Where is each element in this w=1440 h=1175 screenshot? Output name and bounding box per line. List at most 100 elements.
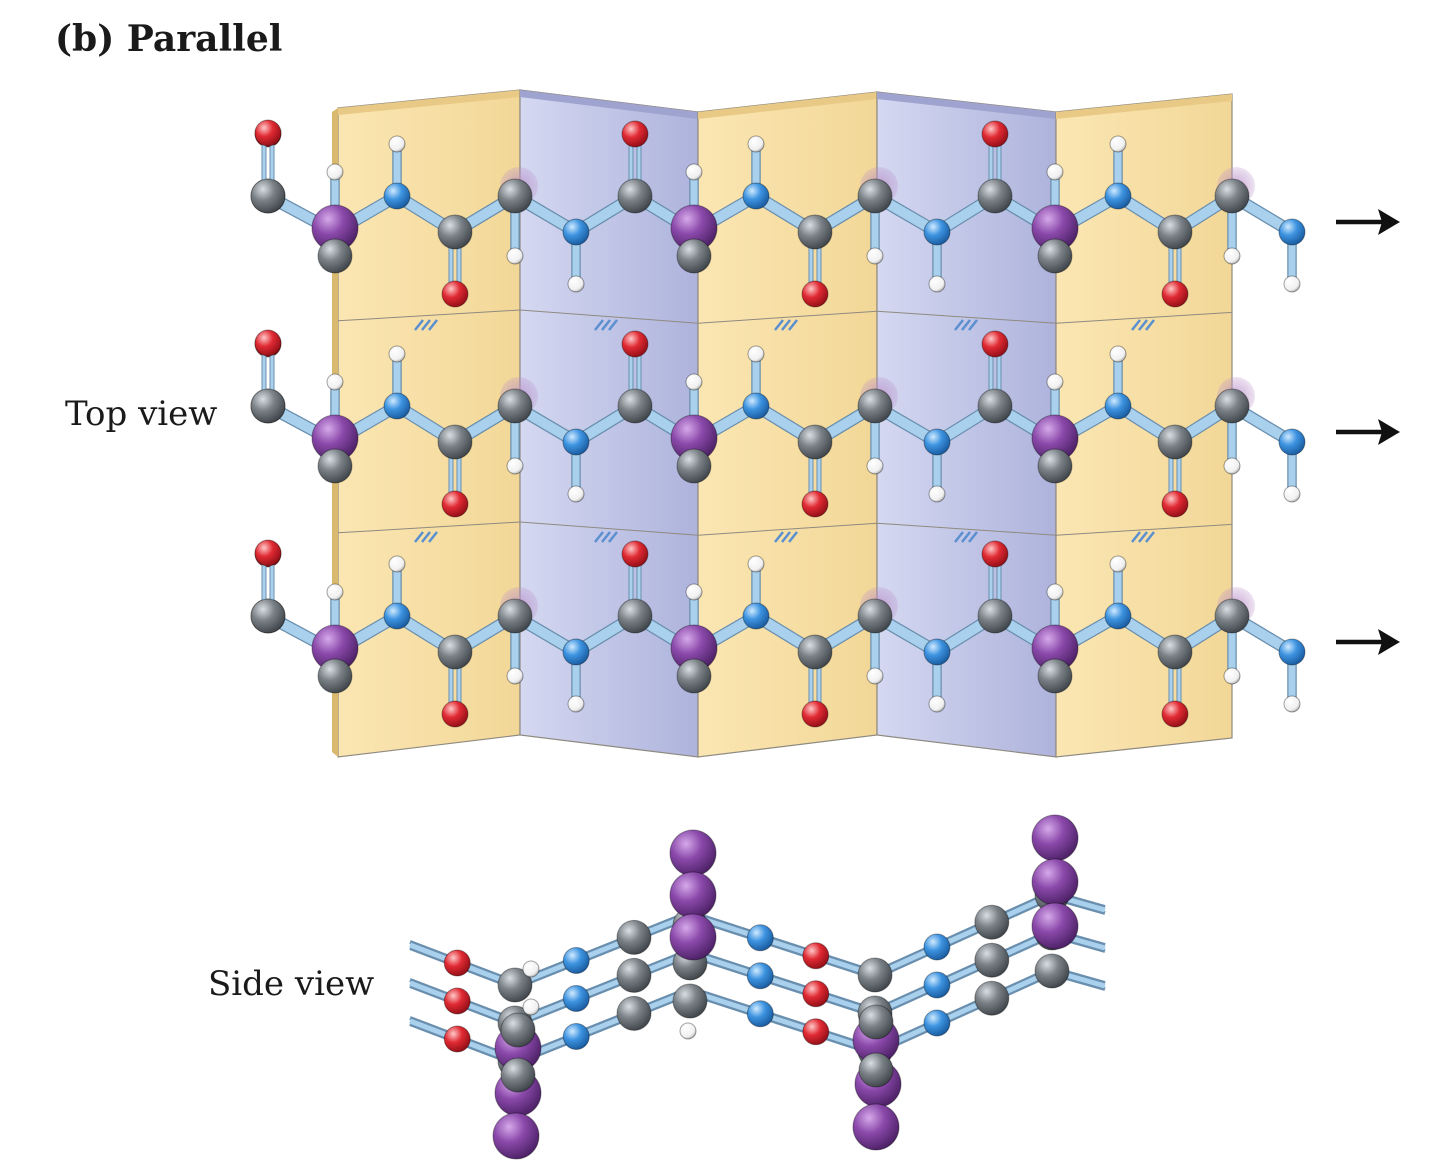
- sheet-rim: [877, 92, 1056, 119]
- nitrogen-atom: [746, 962, 774, 990]
- oxygen-atom: [802, 942, 830, 970]
- bond: [514, 916, 691, 990]
- nitrogen-atom: [742, 392, 770, 420]
- bond: [689, 988, 876, 1054]
- hydrogen-atom: [747, 555, 765, 573]
- carbonyl-carbon-atom: [437, 214, 473, 250]
- carbonyl-carbon-atom: [617, 598, 653, 634]
- hydrogen-atom: [388, 555, 406, 573]
- r-group-atom: [492, 1112, 540, 1160]
- oxygen-atom: [254, 119, 282, 147]
- hydrogen-bond-dash: [968, 319, 978, 331]
- hydrogen-bond-marks: [414, 319, 1155, 543]
- hydrogen-bond-dash: [1145, 531, 1155, 543]
- hydrogen-atom: [685, 583, 703, 601]
- hydrogen-bond-dash: [601, 531, 611, 543]
- carbonyl-carbon-atom: [974, 980, 1010, 1016]
- strand-divider: [1055, 523, 1233, 536]
- strand-divider: [337, 309, 521, 322]
- nitrogen-atom: [562, 985, 590, 1012]
- nitrogen-atom: [923, 971, 951, 999]
- hydrogen-bond-dash: [1131, 319, 1141, 331]
- hydrogen-atom: [388, 345, 406, 363]
- top-view-strands: [250, 119, 1306, 728]
- strand-row-1: [250, 119, 1306, 308]
- oxygen-atom: [441, 700, 469, 728]
- hydrogen-atom: [1223, 247, 1241, 265]
- arrow-right-icon: [1336, 209, 1400, 235]
- hydrogen-atom: [928, 275, 946, 293]
- nitrogen-atom: [923, 428, 951, 456]
- nitrogen-atom: [383, 392, 411, 420]
- carbonyl-carbon-atom: [977, 388, 1013, 424]
- hydrogen-bond-dash: [414, 319, 424, 331]
- strand-divider: [519, 309, 699, 324]
- side-strand-1: [409, 877, 1106, 1003]
- alpha-carbon-atom: [500, 1012, 536, 1048]
- hydrogen-atom: [866, 667, 884, 685]
- hydrogen-atom: [866, 457, 884, 475]
- nitrogen-atom: [746, 924, 774, 952]
- bond: [514, 948, 691, 1022]
- nitrogen-atom: [742, 602, 770, 630]
- alpha-carbon-atom: [1214, 388, 1250, 424]
- hydrogen-bond-dash: [961, 319, 971, 331]
- alpha-carbon-atom: [1214, 178, 1250, 214]
- hydrogen-atom: [1283, 275, 1301, 293]
- alpha-carbon-atom: [1037, 448, 1073, 484]
- strand-divider: [337, 521, 521, 534]
- alpha-carbon-atom: [676, 448, 712, 484]
- carbonyl-carbon-atom: [437, 424, 473, 460]
- oxygen-atom: [621, 120, 649, 148]
- hydrogen-bond-dash: [954, 531, 964, 543]
- hydrogen-atom: [1223, 667, 1241, 685]
- oxygen-atom: [254, 329, 282, 357]
- carbonyl-carbon-atom: [1157, 214, 1193, 250]
- hydrogen-atom: [506, 247, 524, 265]
- hydrogen-bond-dash: [414, 531, 424, 543]
- nitrogen-atom: [923, 638, 951, 666]
- carbonyl-carbon-atom: [616, 957, 652, 993]
- oxygen-atom: [443, 987, 471, 1015]
- alpha-carbon-atom: [317, 448, 353, 484]
- r-group-atom: [669, 871, 717, 919]
- hydrogen-atom: [326, 373, 344, 391]
- hydrogen-bond-dash: [594, 531, 604, 543]
- bond: [514, 950, 691, 1026]
- bond: [874, 896, 1053, 980]
- strand-divider: [876, 522, 1057, 536]
- hydrogen-bond-dash: [788, 319, 798, 331]
- hydrogen-atom: [1223, 457, 1241, 475]
- oxygen-atom: [801, 280, 829, 308]
- oxygen-atom: [802, 980, 830, 1008]
- nitrogen-atom: [923, 218, 951, 246]
- nitrogen-atom: [1278, 638, 1306, 666]
- r-group-atom: [669, 829, 717, 877]
- hydrogen-atom: [866, 247, 884, 265]
- oxygen-atom: [1161, 700, 1189, 728]
- oxygen-atom: [1161, 280, 1189, 308]
- nitrogen-atom: [562, 638, 590, 666]
- hydrogen-atom: [522, 960, 540, 978]
- bond: [689, 910, 876, 974]
- oxygen-atom: [443, 949, 471, 977]
- carbonyl-carbon-atom: [977, 598, 1013, 634]
- carbonyl-carbon-atom: [797, 424, 833, 460]
- strand-divider: [697, 310, 878, 324]
- hydrogen-atom: [1046, 373, 1064, 391]
- bond: [514, 912, 691, 988]
- hydrogen-bond-dash: [774, 531, 784, 543]
- bond: [514, 954, 691, 1028]
- bond: [874, 972, 1053, 1056]
- hydrogen-bond-dash: [1145, 319, 1155, 331]
- bond: [873, 892, 1054, 978]
- oxygen-atom: [981, 120, 1009, 148]
- alpha-carbon-atom: [857, 388, 893, 424]
- carbonyl-carbon-atom: [250, 598, 286, 634]
- bond: [514, 910, 691, 984]
- bond: [514, 986, 691, 1060]
- hydrogen-atom: [1283, 695, 1301, 713]
- hydrogen-atom: [1046, 163, 1064, 181]
- hydrogen-atom: [747, 345, 765, 363]
